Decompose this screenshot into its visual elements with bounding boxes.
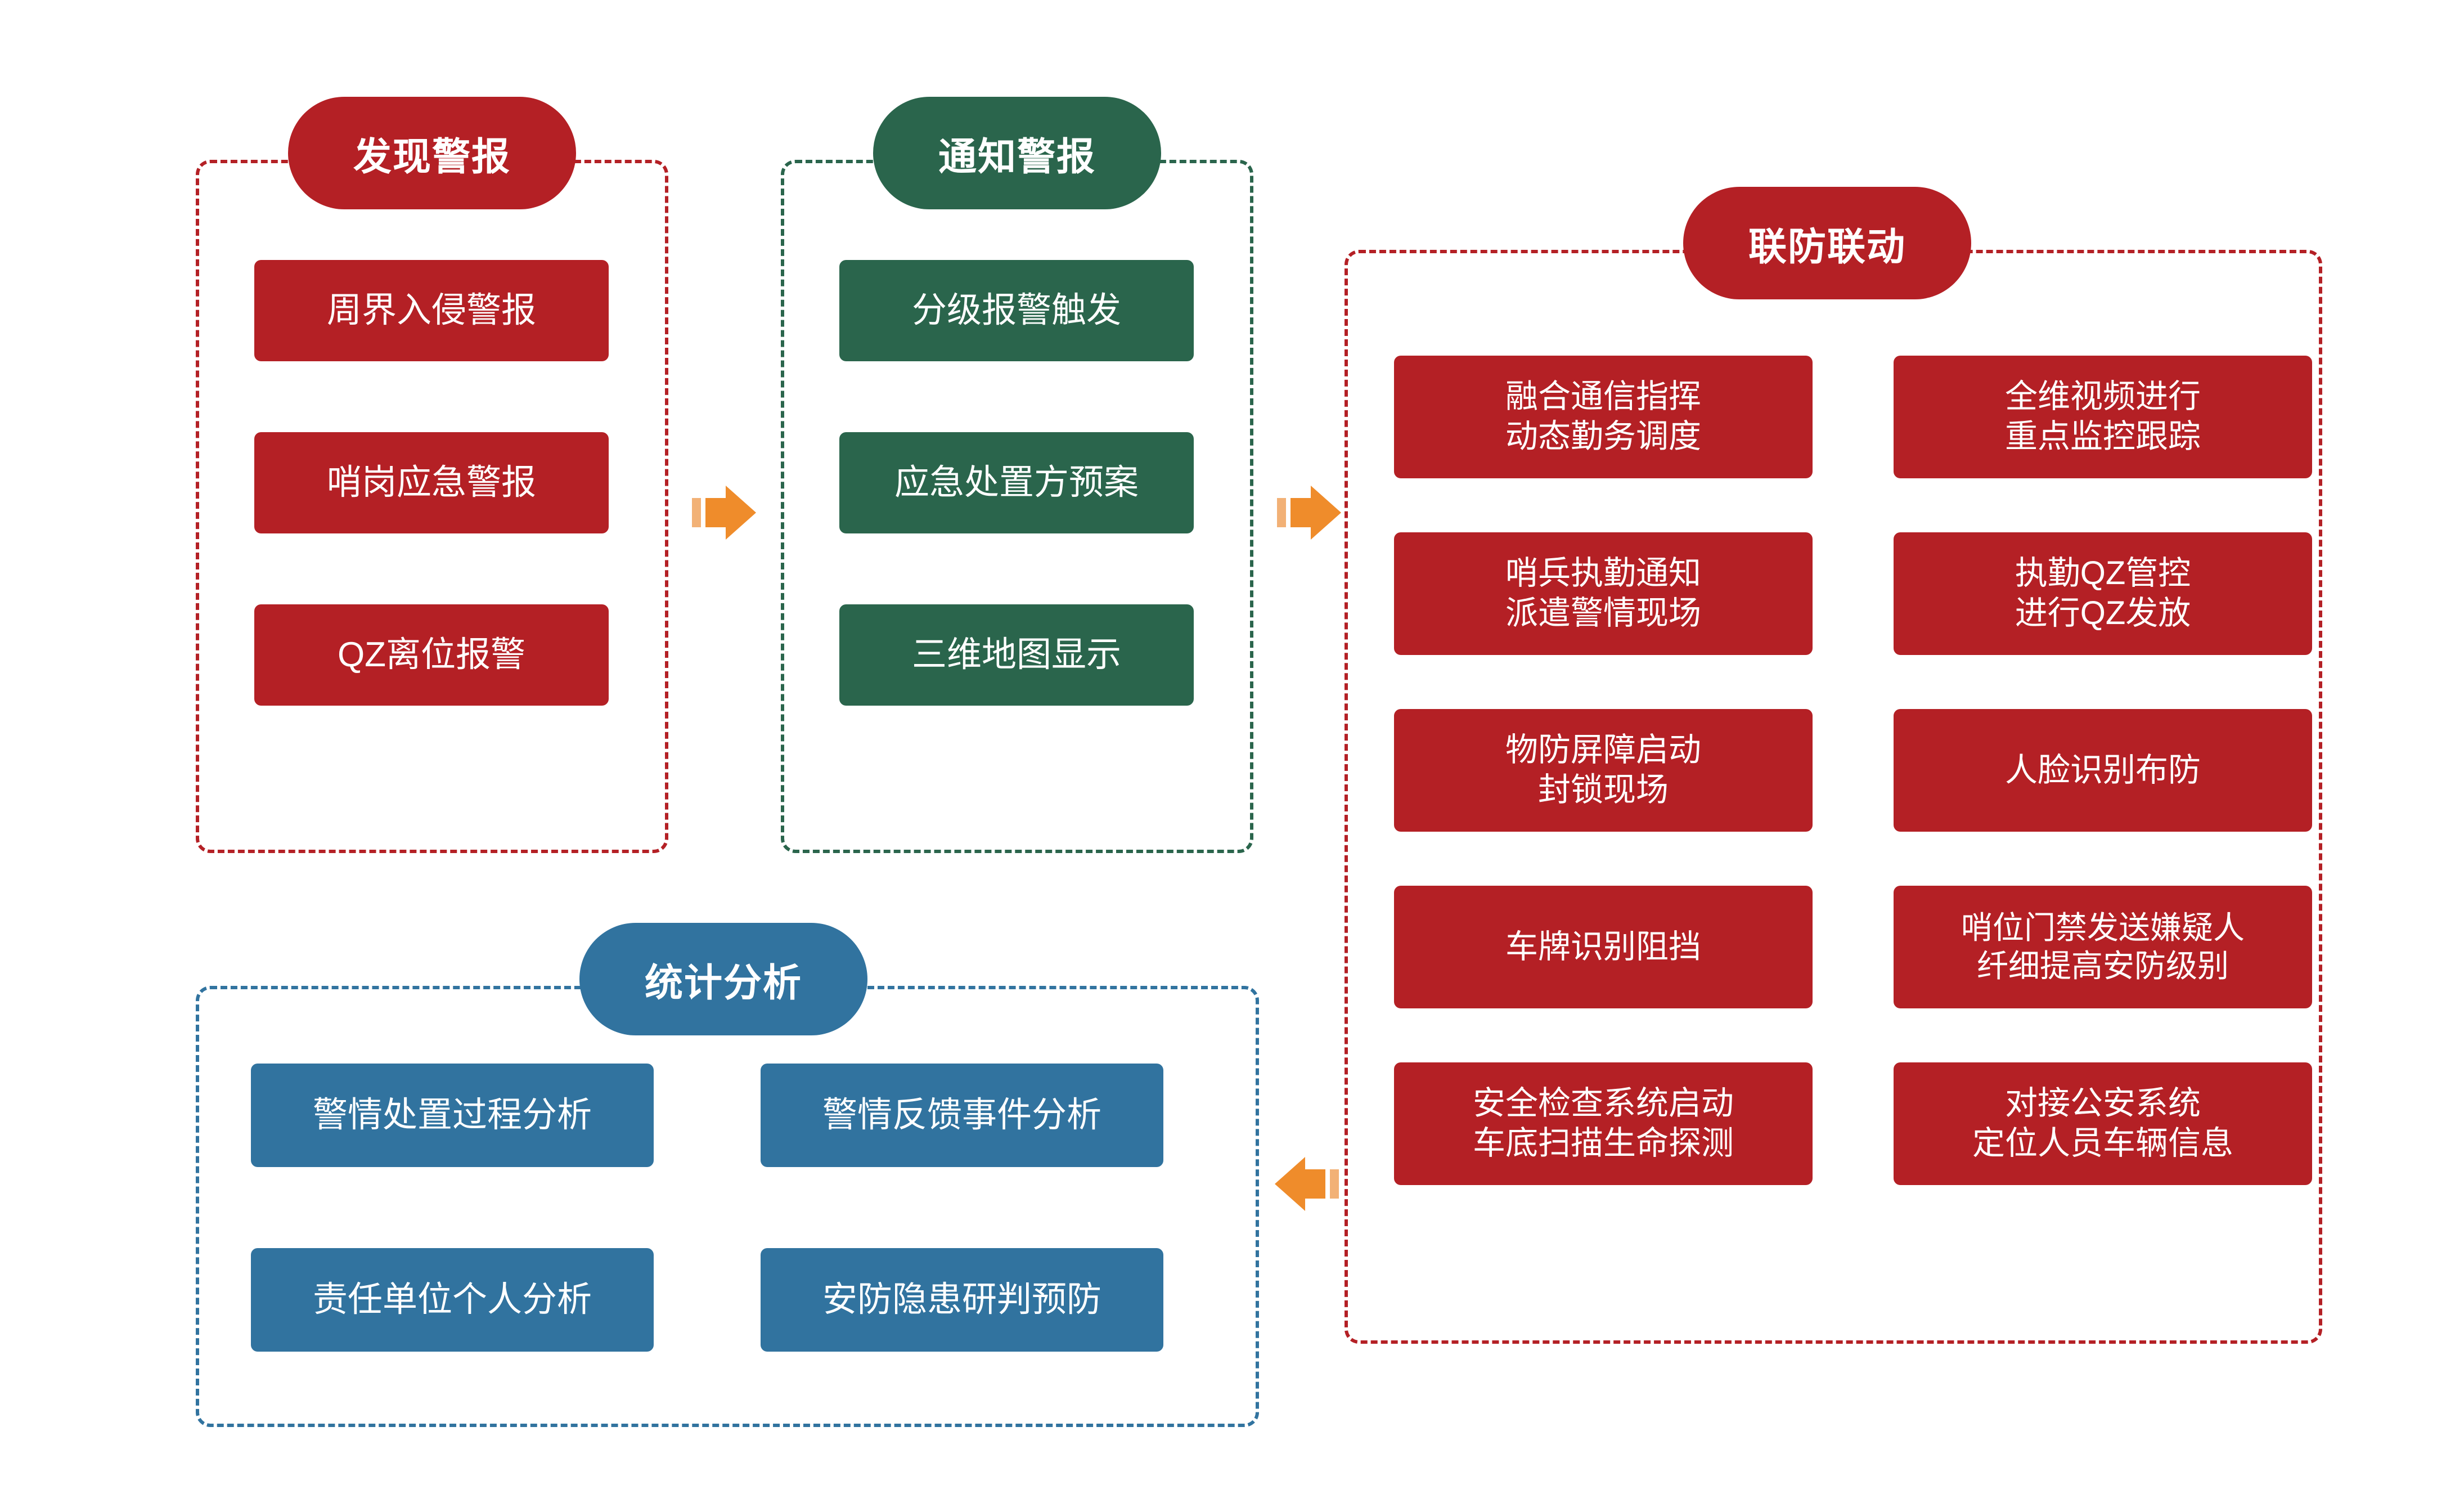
box-stats-3[interactable]: 责任单位个人分析 xyxy=(251,1248,654,1352)
box-label: 全维视频进行 重点监控跟踪 xyxy=(2004,378,2201,455)
box-discover-2[interactable]: 哨岗应急警报 xyxy=(254,432,609,533)
arrow-joint-to-statistics xyxy=(1273,1152,1340,1215)
panel-header-label: 发现警报 xyxy=(353,135,511,178)
box-label: 警情反馈事件分析 xyxy=(822,1096,1101,1135)
box-label: 责任单位个人分析 xyxy=(312,1280,592,1320)
panel-header-discover-alarm[interactable]: 发现警报 xyxy=(288,97,576,209)
box-label: 物防屏障启动 封锁现场 xyxy=(1505,732,1701,808)
box-stats-2[interactable]: 警情反馈事件分析 xyxy=(761,1064,1163,1167)
arrow-left-icon xyxy=(1275,1157,1339,1211)
box-label: 安全检查系统启动 车底扫描生命探测 xyxy=(1472,1085,1734,1161)
box-label: 警情处置过程分析 xyxy=(312,1096,592,1135)
box-label: 车牌识别阻挡 xyxy=(1505,928,1701,965)
box-stats-1[interactable]: 警情处置过程分析 xyxy=(251,1064,654,1167)
box-label: 执勤QZ管控 进行QZ发放 xyxy=(2015,555,2191,631)
box-stats-4[interactable]: 安防隐患研判预防 xyxy=(761,1248,1163,1352)
box-label: 三维地图显示 xyxy=(911,635,1121,675)
arrow-discover-to-notify xyxy=(691,481,758,544)
box-joint-right-4[interactable]: 哨位门禁发送嫌疑人 纤细提高安防级别 xyxy=(1894,886,2312,1008)
box-label: 分级报警触发 xyxy=(911,291,1121,330)
box-label: 安防隐患研判预防 xyxy=(822,1280,1101,1320)
box-joint-right-3[interactable]: 人脸识别布防 xyxy=(1894,709,2312,832)
box-notify-1[interactable]: 分级报警触发 xyxy=(839,260,1194,361)
box-label: 哨岗应急警报 xyxy=(326,463,536,503)
box-label: 哨位门禁发送嫌疑人 纤细提高安防级别 xyxy=(1961,909,2245,984)
panel-header-label: 通知警报 xyxy=(938,135,1096,178)
arrow-right-icon xyxy=(1277,486,1341,540)
box-joint-left-4[interactable]: 车牌识别阻挡 xyxy=(1394,886,1813,1008)
box-joint-right-2[interactable]: 执勤QZ管控 进行QZ发放 xyxy=(1894,532,2312,655)
arrow-notify-to-joint xyxy=(1276,481,1343,544)
box-label: 融合通信指挥 动态勤务调度 xyxy=(1505,378,1701,455)
panel-header-notify-alarm[interactable]: 通知警报 xyxy=(873,97,1161,209)
box-notify-3[interactable]: 三维地图显示 xyxy=(839,604,1194,706)
box-label: 哨兵执勤通知 派遣警情现场 xyxy=(1505,555,1701,631)
box-notify-2[interactable]: 应急处置方预案 xyxy=(839,432,1194,533)
arrow-right-icon xyxy=(692,486,756,540)
panel-statistics xyxy=(196,986,1259,1427)
box-discover-1[interactable]: 周界入侵警报 xyxy=(254,260,609,361)
box-joint-left-5[interactable]: 安全检查系统启动 车底扫描生命探测 xyxy=(1394,1062,1813,1185)
panel-header-statistics[interactable]: 统计分析 xyxy=(579,923,867,1035)
box-label: 人脸识别布防 xyxy=(2004,751,2201,788)
box-joint-left-3[interactable]: 物防屏障启动 封锁现场 xyxy=(1394,709,1813,832)
box-label: QZ离位报警 xyxy=(337,635,526,675)
panel-header-joint-defense[interactable]: 联防联动 xyxy=(1683,187,1971,299)
box-label: 对接公安系统 定位人员车辆信息 xyxy=(1972,1085,2233,1161)
panel-header-label: 统计分析 xyxy=(644,961,802,1004)
panel-header-label: 联防联动 xyxy=(1748,225,1906,268)
box-joint-left-1[interactable]: 融合通信指挥 动态勤务调度 xyxy=(1394,356,1813,478)
box-label: 应急处置方预案 xyxy=(894,463,1139,503)
box-joint-right-1[interactable]: 全维视频进行 重点监控跟踪 xyxy=(1894,356,2312,478)
box-label: 周界入侵警报 xyxy=(326,291,536,330)
box-joint-left-2[interactable]: 哨兵执勤通知 派遣警情现场 xyxy=(1394,532,1813,655)
box-discover-3[interactable]: QZ离位报警 xyxy=(254,604,609,706)
box-joint-right-5[interactable]: 对接公安系统 定位人员车辆信息 xyxy=(1894,1062,2312,1185)
